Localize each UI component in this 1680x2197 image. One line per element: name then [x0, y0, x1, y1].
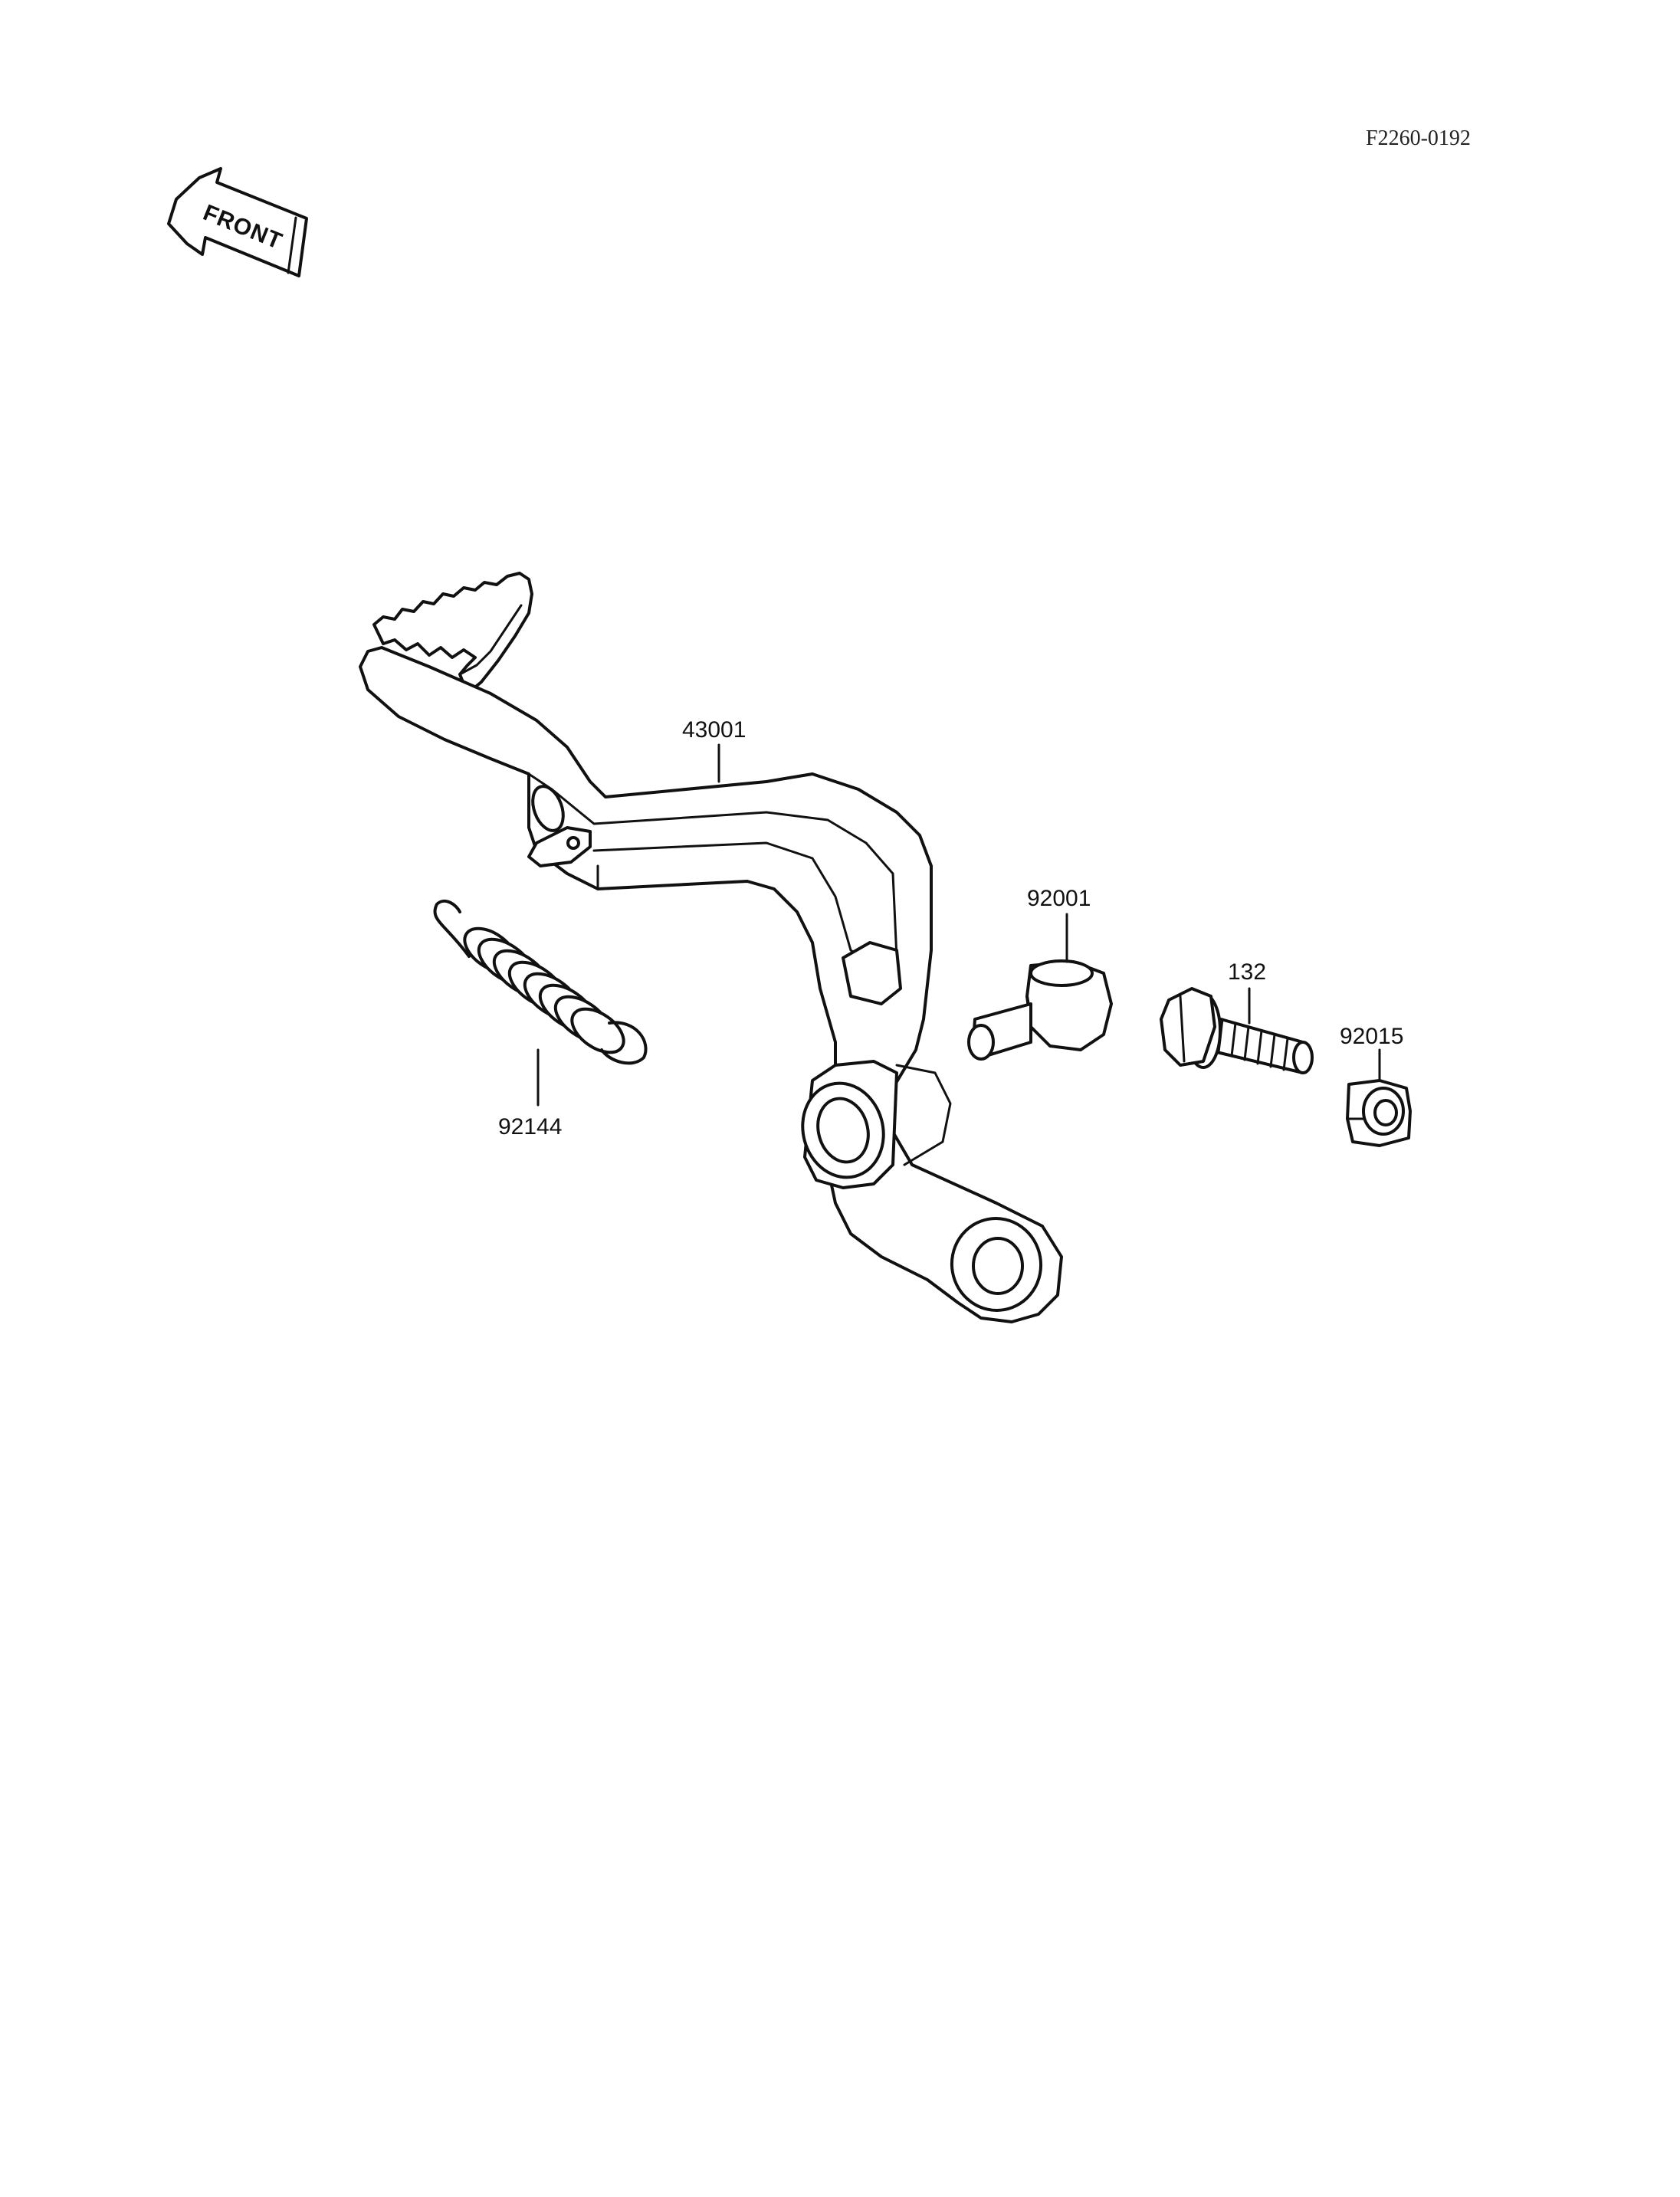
pivot-bolt: [967, 959, 1113, 1061]
part-number-92001: 92001: [1027, 886, 1091, 911]
flange-bolt: [1160, 987, 1314, 1074]
return-spring: [433, 899, 648, 1065]
spring-coils: [463, 926, 625, 1054]
nut: [1346, 1079, 1412, 1147]
part-number-92015: 92015: [1340, 1024, 1403, 1049]
pedal-tread: [372, 572, 533, 695]
front-arrow-shape: [167, 167, 308, 277]
part-number-43001: 43001: [682, 717, 746, 743]
part-number-132: 132: [1228, 959, 1266, 985]
drawing-code: F2260-0192: [1366, 126, 1471, 150]
part-number-92144: 92144: [498, 1114, 562, 1139]
front-arrow: FRONT: [167, 167, 308, 277]
brake-pedal: [359, 572, 1063, 1323]
pedal-arm: [359, 646, 1063, 1323]
